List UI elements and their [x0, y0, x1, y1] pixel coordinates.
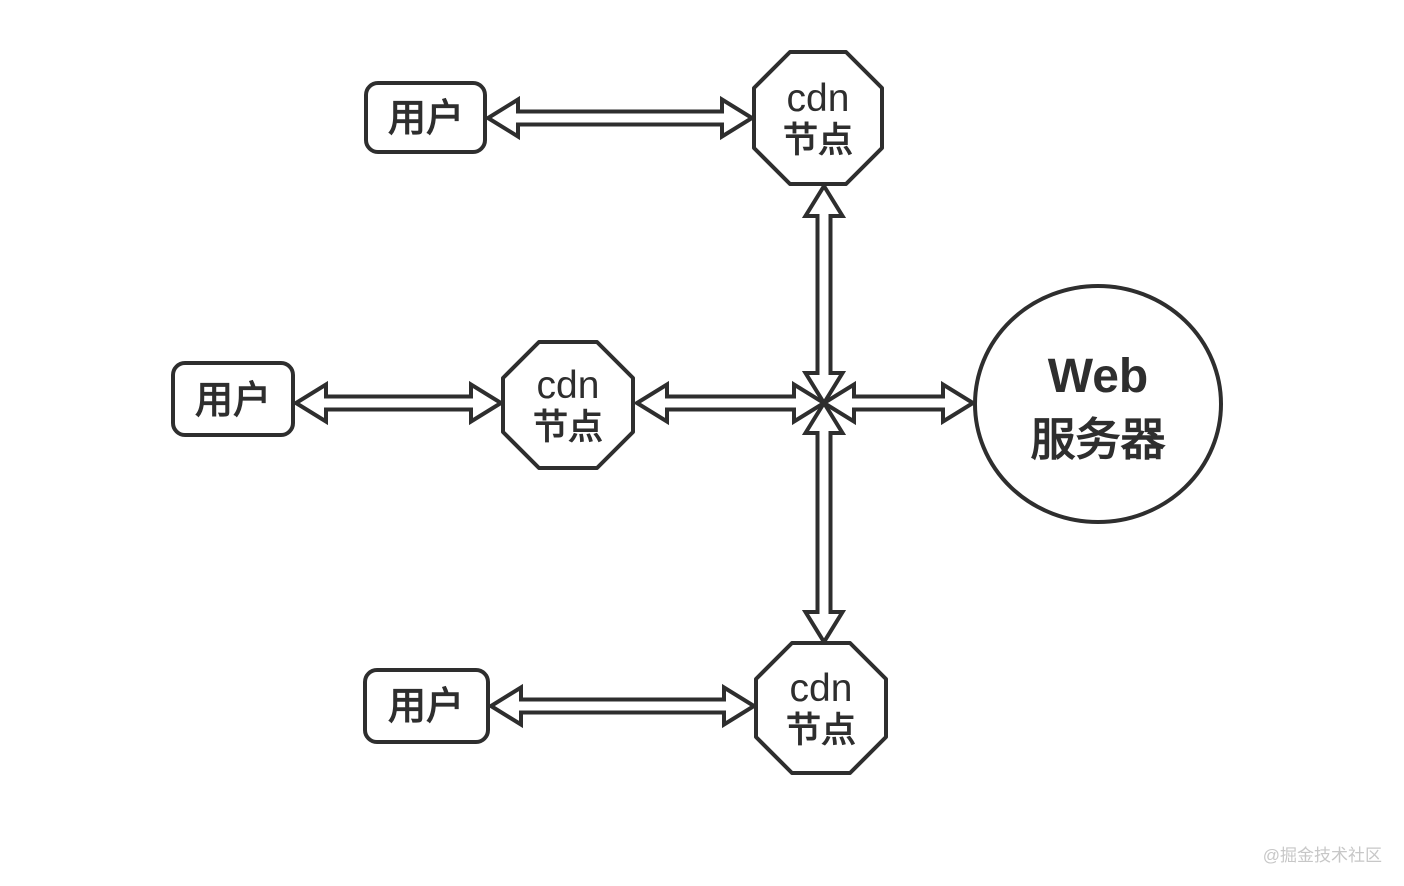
user-box: [363, 668, 490, 744]
web-server-label-line2: 服务器: [1030, 414, 1166, 465]
cdn-label-line1: cdn: [787, 77, 850, 120]
cdn-octagon: [754, 641, 888, 775]
cdn-octagon: [501, 340, 635, 470]
cdn-label-line2: 节点: [786, 711, 856, 750]
user-box: [364, 81, 487, 154]
user-label: 用户: [388, 98, 464, 140]
cdn-node-top: cdn 节点: [752, 50, 884, 186]
arrow-cdn-top-to-center: [801, 182, 847, 407]
cdn-node-middle: cdn 节点: [501, 340, 635, 470]
arrow-center-to-web-server: [820, 380, 977, 426]
user-node-middle: 用户: [171, 361, 295, 437]
web-server-circle: [973, 284, 1223, 524]
cdn-node-bottom: cdn 节点: [754, 641, 888, 775]
web-server-node: Web 服务器: [973, 284, 1223, 524]
user-label: 用户: [388, 686, 464, 728]
user-box: [171, 361, 295, 437]
cdn-label-line2: 节点: [533, 408, 603, 447]
user-node-top: 用户: [364, 81, 487, 154]
watermark-text: @掘金技术社区: [1263, 846, 1382, 865]
arrow-cdn-middle-to-center: [633, 380, 828, 426]
cdn-label-line2: 节点: [783, 121, 853, 160]
arrow-user-bottom-to-cdn-bottom: [487, 683, 758, 729]
arrow-center-to-cdn-bottom: [801, 399, 847, 646]
arrow-user-middle-to-cdn-middle: [292, 380, 505, 426]
user-label: 用户: [195, 380, 271, 422]
cdn-label-line1: cdn: [790, 667, 853, 710]
web-server-label-line1: Web: [1048, 350, 1148, 403]
cdn-label-line1: cdn: [537, 364, 600, 407]
user-node-bottom: 用户: [363, 668, 490, 744]
arrow-user-top-to-cdn-top: [484, 95, 756, 141]
cdn-octagon: [752, 50, 884, 186]
